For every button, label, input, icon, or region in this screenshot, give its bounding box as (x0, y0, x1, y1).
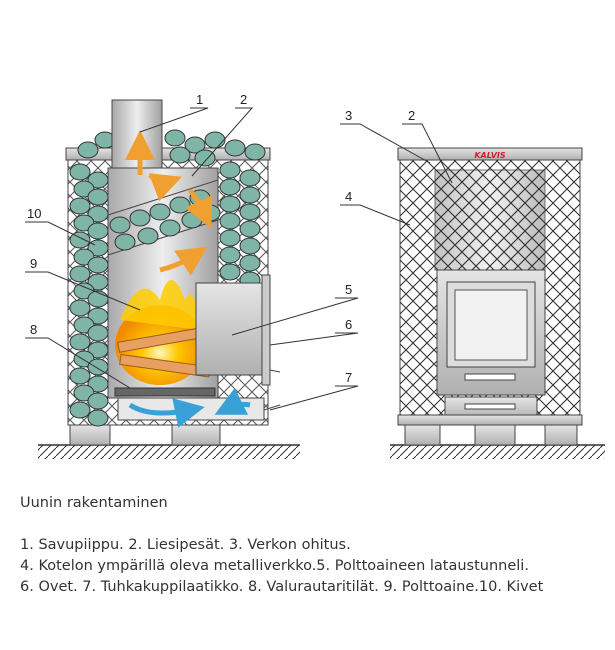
stone (149, 203, 171, 221)
stone (244, 143, 266, 161)
stone (169, 146, 191, 164)
stone (87, 290, 109, 308)
foot (171, 424, 221, 446)
brand-logo: KALVIS (474, 151, 506, 160)
stove-section-view (38, 99, 300, 459)
label-8: 8 (30, 322, 37, 337)
stone (87, 256, 109, 274)
stone (219, 263, 241, 281)
air-inflow-arrows (128, 387, 251, 428)
stone (87, 188, 109, 206)
caption-line-1: 1. Savupiippu. 2. Liesipesät. 3. Verkon … (20, 537, 351, 553)
label-3: 3 (345, 108, 352, 123)
label-2-front: 2 (408, 108, 415, 123)
stone (239, 220, 261, 238)
stone (87, 222, 109, 240)
stone (219, 161, 241, 179)
callout-labels: 1 2 10 9 8 5 6 7 3 2 4 (27, 92, 415, 385)
stone (69, 401, 91, 419)
stone (219, 195, 241, 213)
label-4: 4 (345, 189, 352, 204)
stone (181, 211, 203, 229)
caption-title: Uunin rakentaminen (20, 495, 168, 511)
label-10: 10 (27, 206, 41, 221)
stone (239, 169, 261, 187)
door-handle (464, 373, 516, 381)
callouts (25, 107, 453, 411)
stone (69, 367, 91, 385)
stone (69, 299, 91, 317)
stone (69, 333, 91, 351)
stone (69, 265, 91, 283)
label-6: 6 (345, 317, 352, 332)
stone (137, 227, 159, 245)
stone (239, 186, 261, 204)
caption-line-3: 6. Ovet. 7. Tuhkakuppilaatikko. 8. Valur… (20, 579, 544, 595)
stone (219, 246, 241, 264)
label-5: 5 (345, 282, 352, 297)
ground (38, 445, 300, 459)
caption-line-2: 4. Kotelon ympärillä oleva metalliverkko… (20, 558, 529, 574)
stone (87, 392, 109, 410)
label-2: 2 (240, 92, 247, 107)
label-7: 7 (345, 370, 352, 385)
stone (239, 203, 261, 221)
stove-diagram-svg: KALVIS 1 2 10 9 8 5 6 7 3 2 4 (25, 92, 605, 459)
flames (120, 280, 200, 330)
stone (129, 209, 151, 227)
stone (164, 129, 186, 147)
stone (239, 237, 261, 255)
label-9: 9 (30, 256, 37, 271)
stone (69, 163, 91, 181)
stone (184, 136, 206, 154)
stone (204, 131, 226, 149)
stone (114, 233, 136, 251)
stone (219, 212, 241, 230)
label-1: 1 (196, 92, 203, 107)
chimney (111, 99, 163, 171)
stone (87, 409, 109, 427)
stone (69, 231, 91, 249)
stone (87, 324, 109, 342)
ground (390, 445, 605, 459)
stone (69, 197, 91, 215)
stove-front-view: KALVIS (390, 147, 605, 459)
hot-air-arrows (125, 130, 213, 276)
stone (219, 178, 241, 196)
stone (77, 141, 99, 159)
grate (114, 387, 216, 397)
foot (69, 424, 111, 446)
top-rim (397, 147, 583, 161)
stone (239, 254, 261, 272)
stone (219, 229, 241, 247)
stone (194, 149, 216, 167)
stone (169, 196, 191, 214)
stone (109, 216, 131, 234)
stone (159, 219, 181, 237)
fuel-logs (117, 326, 211, 378)
door (261, 274, 271, 386)
stone (224, 139, 246, 157)
